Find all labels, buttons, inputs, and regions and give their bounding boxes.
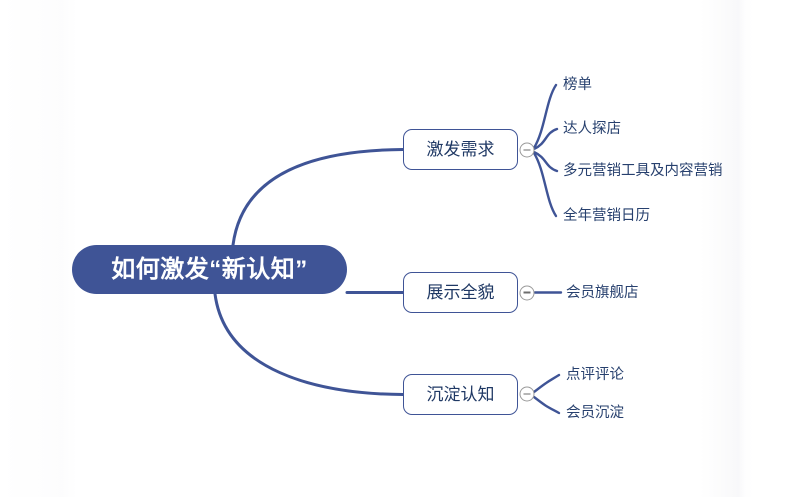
- branch-node-chendian-renzhi[interactable]: 沉淀认知: [403, 374, 518, 415]
- branch-node-zhanshi-quanmao[interactable]: 展示全貌: [403, 272, 518, 313]
- link-branch-2-leaf-0: [532, 373, 561, 394]
- leaf-label-quannian-rili[interactable]: 全年营销日历: [563, 207, 650, 224]
- leaf-label-huiyuan-chendian[interactable]: 会员沉淀: [566, 404, 624, 421]
- leaf-label-daren-tandian[interactable]: 达人探店: [563, 120, 621, 137]
- leaf-label-bangdan[interactable]: 榜单: [563, 76, 592, 93]
- link-branch-0-leaf-2: [532, 150, 559, 173]
- leaf-label-dianping-pinglun[interactable]: 点评评论: [566, 366, 624, 383]
- link-root-to-branch-2: [213, 292, 405, 396]
- minus-circle-icon-branch-2[interactable]: [519, 386, 535, 402]
- leaf-label-duoyuan-yingxiao[interactable]: 多元营销工具及内容营销: [563, 162, 723, 179]
- root-node-label: 如何激发“新认知”: [111, 255, 308, 283]
- link-branch-2-leaf-1: [532, 395, 561, 415]
- branch-node-label: 激发需求: [426, 140, 495, 159]
- branch-node-label: 沉淀认知: [426, 385, 495, 404]
- link-branch-0-leaf-1: [532, 127, 559, 151]
- branch-node-jifa-xuqiu[interactable]: 激发需求: [403, 129, 518, 170]
- link-root-to-branch-0: [231, 148, 405, 247]
- link-branch-0-leaf-3: [532, 151, 558, 218]
- branch-node-label: 展示全貌: [426, 283, 495, 302]
- minus-circle-icon-branch-1[interactable]: [519, 285, 535, 300]
- root-node[interactable]: 如何激发“新认知”: [72, 245, 347, 294]
- link-branch-0-leaf-0: [532, 83, 558, 150]
- minus-circle-icon-branch-0[interactable]: [519, 142, 535, 158]
- leaf-label-huiyuan-qijiandian[interactable]: 会员旗舰店: [566, 284, 639, 301]
